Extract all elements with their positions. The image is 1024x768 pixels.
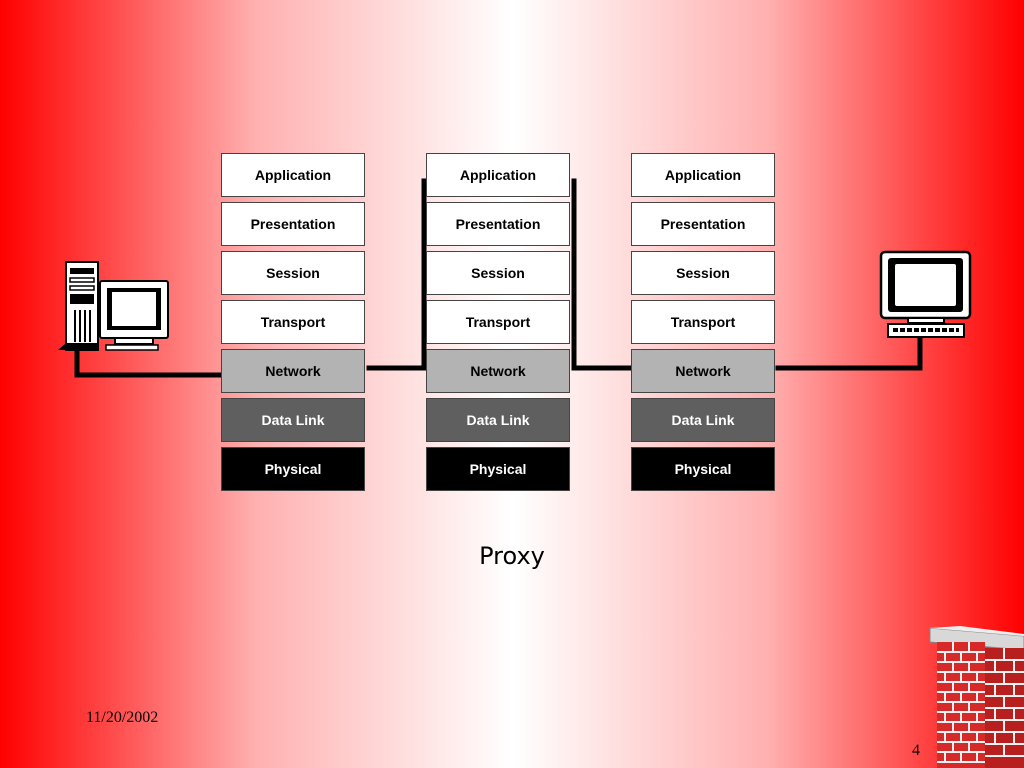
layer-presentation: Presentation xyxy=(631,202,775,246)
footer-date: 11/20/2002 xyxy=(86,709,159,726)
layer-transport: Transport xyxy=(631,300,775,344)
layer-physical: Physical xyxy=(631,447,775,491)
layer-application: Application xyxy=(221,153,365,197)
layer-physical: Physical xyxy=(221,447,365,491)
desktop-computer-icon xyxy=(58,261,169,351)
network-to-terminal-line xyxy=(775,337,923,371)
layer-transport: Transport xyxy=(426,300,570,344)
layer-session: Session xyxy=(426,251,570,295)
layer-network: Network xyxy=(426,349,570,393)
client-to-network-line xyxy=(74,342,224,378)
terminal-computer-icon xyxy=(879,250,972,338)
layer-physical: Physical xyxy=(426,447,570,491)
layer-application: Application xyxy=(426,153,570,197)
layer-network: Network xyxy=(631,349,775,393)
layer-transport: Transport xyxy=(221,300,365,344)
layer-session: Session xyxy=(221,251,365,295)
slide-number: 4 xyxy=(912,742,920,759)
proxy-app-to-network-line xyxy=(571,178,634,371)
network-to-proxy-app-line xyxy=(366,178,427,371)
layer-data-link: Data Link xyxy=(221,398,365,442)
layer-application: Application xyxy=(631,153,775,197)
layer-presentation: Presentation xyxy=(426,202,570,246)
layer-network: Network xyxy=(221,349,365,393)
layer-data-link: Data Link xyxy=(631,398,775,442)
brick-firewall-icon xyxy=(929,626,1024,768)
layer-session: Session xyxy=(631,251,775,295)
connection-lines xyxy=(74,178,923,378)
layer-data-link: Data Link xyxy=(426,398,570,442)
layer-presentation: Presentation xyxy=(221,202,365,246)
diagram-caption: Proxy xyxy=(479,542,545,570)
